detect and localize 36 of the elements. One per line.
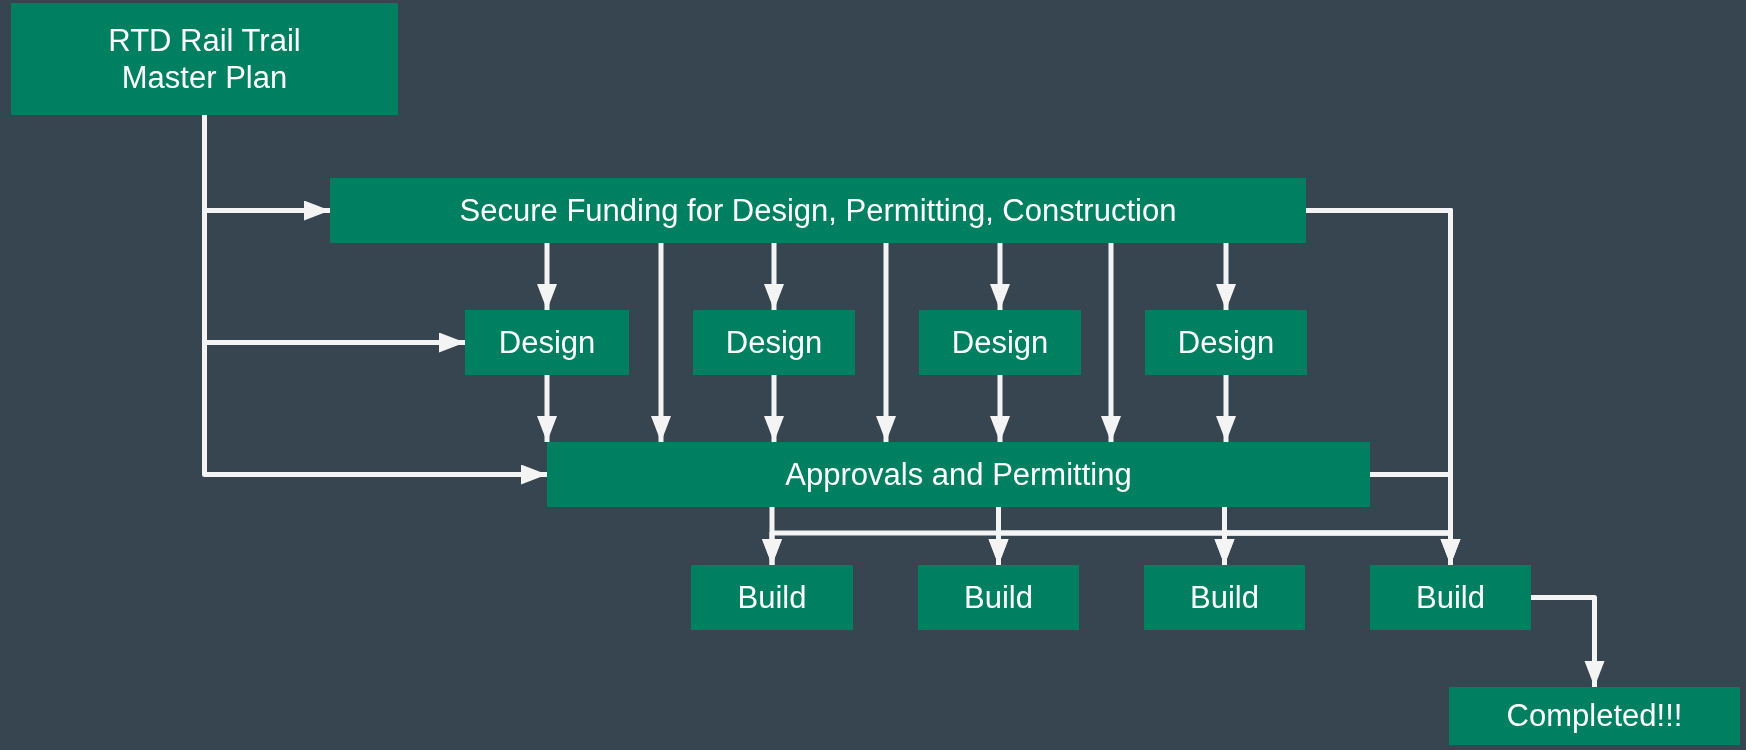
arrow	[990, 243, 1010, 310]
arrow	[764, 375, 784, 442]
box-label: Approvals and Permitting	[785, 455, 1132, 494]
process-box	[1449, 687, 1740, 745]
box-label: Design	[498, 323, 596, 362]
arrow	[1101, 243, 1121, 442]
box-label: Build	[1416, 578, 1485, 617]
box-label: Secure Funding for Design, Permitting, Construction	[459, 191, 1177, 230]
process-box	[691, 565, 853, 630]
process-box	[693, 310, 855, 375]
arrow	[537, 243, 557, 310]
arrow	[1216, 243, 1236, 310]
arrow	[537, 375, 557, 442]
process-box	[918, 565, 1079, 630]
process-box	[11, 3, 398, 115]
box-label: Design	[1177, 323, 1275, 362]
process-box	[547, 442, 1370, 507]
arrow	[1216, 375, 1236, 442]
process-box	[919, 310, 1081, 375]
arrow	[651, 243, 671, 442]
arrow	[1531, 595, 1605, 687]
box-label: Build	[1190, 578, 1259, 617]
box-label: Build	[964, 578, 1033, 617]
box-label: Completed!!!	[1506, 697, 1683, 735]
process-box	[1370, 565, 1531, 630]
process-box	[1145, 310, 1307, 375]
arrow	[990, 375, 1010, 442]
box-label: Build	[737, 578, 807, 617]
arrow	[764, 243, 784, 310]
box-label: RTD Rail Trail Master Plan	[107, 21, 302, 97]
arrow	[876, 243, 896, 442]
process-box	[1144, 565, 1305, 630]
box-label: Design	[951, 323, 1049, 362]
process-box	[465, 310, 629, 375]
process-box	[330, 178, 1306, 243]
box-label: Design	[725, 323, 823, 362]
